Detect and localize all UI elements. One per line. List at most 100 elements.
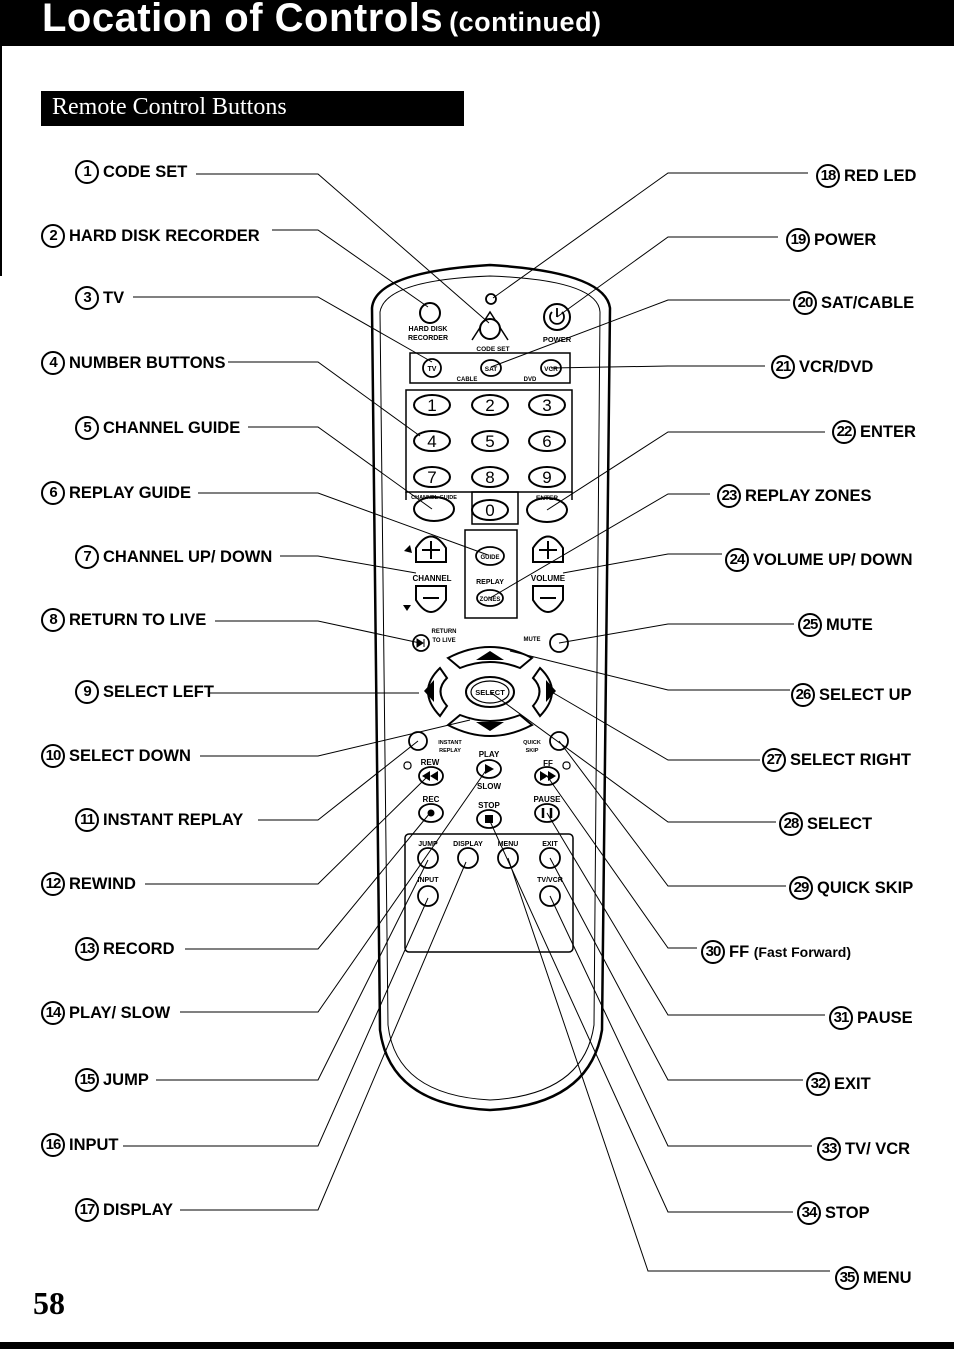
quick-label: QUICK xyxy=(523,740,541,746)
guide-label: GUIDE xyxy=(480,555,499,561)
leader-select-down xyxy=(200,719,471,757)
leader-return-to-live xyxy=(215,620,421,644)
display-label: DISPLAY xyxy=(453,841,483,848)
play-label: PLAY xyxy=(479,750,500,759)
hard-disk-recorder-button xyxy=(419,302,441,324)
select-left-arrow-icon xyxy=(424,680,434,702)
pause-icon xyxy=(541,808,553,818)
callout-label: SAT/CABLE xyxy=(821,293,915,312)
digit-key-label: 9 xyxy=(542,468,551,487)
digit-key-label: 1 xyxy=(427,396,436,415)
jump-button xyxy=(417,847,439,869)
channel-up-arrow-icon xyxy=(404,545,412,553)
rec-icon xyxy=(427,809,435,817)
callout-number: 18 xyxy=(816,164,840,188)
callout-number: 31 xyxy=(829,1006,853,1030)
page-edge-line xyxy=(0,46,2,276)
callout-label: SELECT DOWN xyxy=(69,746,191,765)
channel-plus-icon xyxy=(422,541,440,559)
callout-number: 7 xyxy=(75,545,99,569)
digit-key-1[interactable] xyxy=(413,394,451,416)
dvd-label: DVD xyxy=(524,377,537,383)
leader-jump xyxy=(156,859,429,1081)
callout-label: PAUSE xyxy=(857,1008,913,1027)
digit-key-label: 7 xyxy=(427,468,436,487)
digit-key-8[interactable] xyxy=(471,466,509,488)
callout-label: INPUT xyxy=(69,1135,119,1154)
code-set-button xyxy=(479,318,501,340)
leader-vcr-dvd xyxy=(550,365,765,369)
callout-label: CODE SET xyxy=(103,162,188,181)
digit-key-4[interactable] xyxy=(413,430,451,452)
callout-label: MENU xyxy=(863,1268,912,1287)
callout-label: RECORD xyxy=(103,939,175,958)
leader-menu xyxy=(507,857,830,1272)
callout-label: REPLAY ZONES xyxy=(745,486,872,505)
leader-rewind xyxy=(145,777,427,885)
callout-number: 17 xyxy=(75,1198,99,1222)
section-title: Remote Control Buttons xyxy=(52,94,287,120)
leader-lines-right xyxy=(488,172,830,1272)
select-left-button xyxy=(427,666,449,718)
callout-number: 5 xyxy=(75,416,99,440)
page-number: 58 xyxy=(33,1285,65,1321)
title-text: Location of Controls xyxy=(42,0,444,40)
leader-stop xyxy=(488,818,793,1213)
callout-number: 1 xyxy=(75,160,99,184)
mute-label: MUTE xyxy=(524,637,541,643)
select-up-arrow-icon xyxy=(476,651,504,660)
callout-number: 34 xyxy=(797,1201,821,1225)
callout-label: CHANNEL UP/ DOWN xyxy=(103,547,273,566)
page-title: Location of Controls(continued) xyxy=(42,0,602,41)
pause-label: PAUSE xyxy=(534,795,562,804)
recorder-label: RECORDER xyxy=(408,335,448,342)
to-live-label: TO LIVE xyxy=(432,638,455,644)
callout-label: STOP xyxy=(825,1203,870,1222)
callout-label: SELECT xyxy=(807,814,873,833)
digit-key-3[interactable] xyxy=(528,394,566,416)
lower-button-panel xyxy=(404,833,574,953)
callout-label: RED LED xyxy=(844,166,917,185)
stop-label: STOP xyxy=(478,801,500,810)
callout-label: FF (Fast Forward) xyxy=(729,943,851,961)
leader-replay-guide xyxy=(198,492,489,556)
leader-input xyxy=(123,897,429,1147)
power-label: POWER xyxy=(543,335,572,344)
callout-label: PLAY/ SLOW xyxy=(69,1003,171,1022)
callout-label: POWER xyxy=(814,230,877,249)
sat-button xyxy=(480,359,502,377)
callout-number: 27 xyxy=(762,748,786,772)
tvvcr-label: TV/VCR xyxy=(537,877,563,884)
digit-key-9[interactable] xyxy=(528,466,566,488)
leader-tv xyxy=(133,296,433,363)
callout-number: 33 xyxy=(817,1137,841,1161)
digit-key-0[interactable] xyxy=(471,499,509,521)
callout-label: TV xyxy=(103,288,125,307)
leader-sat-cable xyxy=(490,299,790,368)
callout-number: 13 xyxy=(75,937,99,961)
ff-label: FF xyxy=(543,759,553,768)
channel-down-arrow-icon xyxy=(403,605,411,611)
leader-number-buttons xyxy=(228,361,421,437)
callout-number: 25 xyxy=(798,613,822,637)
remote-body-outline xyxy=(370,263,612,1112)
digit-key-5[interactable] xyxy=(471,430,509,452)
leader-lines-left xyxy=(123,173,490,1211)
callout-label: SELECT RIGHT xyxy=(790,750,912,769)
digit-key-6[interactable] xyxy=(528,430,566,452)
callout-number: 3 xyxy=(75,286,99,310)
digit-key-2[interactable] xyxy=(471,394,509,416)
digit-key-7[interactable] xyxy=(413,466,451,488)
